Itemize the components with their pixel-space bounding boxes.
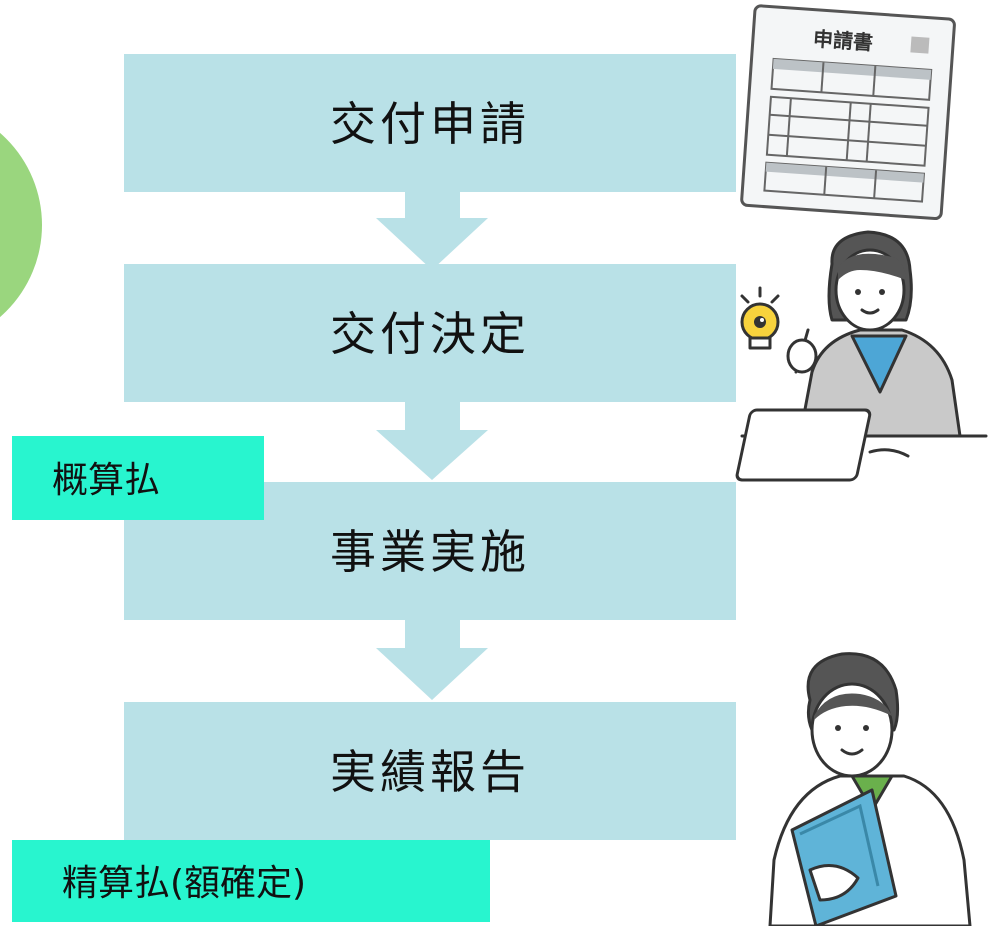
woman-laptop-idea-illustration: [735, 230, 988, 482]
advance-payment-tag: 概算払: [12, 436, 264, 520]
decorative-green-circle: [0, 132, 42, 318]
advance-payment-label: 概算払: [52, 460, 160, 501]
final-payment-tag: 精算払(額確定): [12, 840, 490, 922]
step-application: 交付申請: [124, 54, 736, 192]
form-title: 申請書: [812, 27, 874, 55]
flow-arrow-2: [376, 402, 488, 480]
flow-arrow-1: [376, 192, 488, 270]
man-holding-folder-illustration: [768, 652, 972, 926]
step-label: 実績報告: [330, 745, 530, 799]
step-label: 交付決定: [330, 307, 530, 361]
application-form-icon: 申請書: [740, 4, 956, 221]
flow-arrow-3: [376, 620, 488, 700]
step-label: 事業実施: [330, 525, 530, 579]
step-report: 実績報告: [124, 702, 736, 840]
step-decision: 交付決定: [124, 264, 736, 402]
step-label: 交付申請: [330, 97, 530, 151]
final-payment-label: 精算払(額確定): [62, 863, 306, 904]
